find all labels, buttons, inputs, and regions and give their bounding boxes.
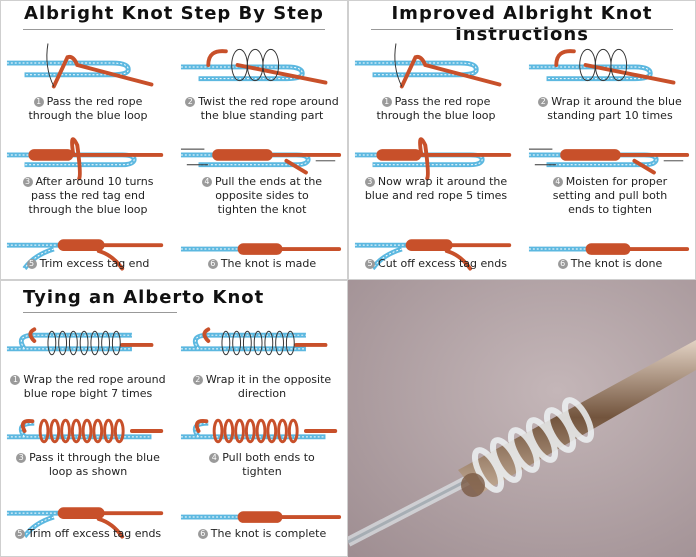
- caption-line: Pull both ends to: [222, 451, 315, 464]
- caption-line: setting and pull both: [552, 189, 668, 202]
- caption-line: Pass it through the blue: [29, 451, 160, 464]
- step-number-badge: 6: [197, 529, 208, 539]
- panel-title: Tying an Alberto Knot: [23, 287, 265, 308]
- knot-photo-image: [348, 280, 696, 557]
- caption-line: Wrap the red rope around: [23, 373, 166, 386]
- caption-line: the blue standing part: [200, 109, 324, 122]
- caption-line: Pass the red rope: [394, 95, 491, 108]
- step-number-badge: 5: [365, 259, 376, 269]
- step-number-badge: 6: [207, 259, 218, 269]
- caption-line: blue and red rope 5 times: [364, 189, 508, 202]
- title-divider: [23, 312, 177, 313]
- caption-line: The knot is made: [220, 257, 317, 270]
- pass-through-loop-illustration-icon: [6, 43, 154, 89]
- caption-line: Trim excess tag end: [39, 257, 150, 270]
- coil-tight-illustration-icon: [180, 418, 338, 444]
- caption-line: pass the red tag end: [30, 189, 145, 202]
- caption-line: tighten: [242, 465, 282, 478]
- caption-line: Now wrap it around the: [377, 175, 508, 188]
- wrapped-pass-illustration-icon: [354, 137, 512, 181]
- caption-line: Wrap it in the opposite: [205, 373, 332, 386]
- step-number-badge: 5: [14, 529, 25, 539]
- coil-loop-illustration-icon: [6, 327, 154, 356]
- step-number-badge: 1: [381, 97, 392, 107]
- step-number-badge: 4: [209, 453, 220, 463]
- step-number-badge: 2: [538, 97, 549, 107]
- step-number-badge: 1: [10, 375, 21, 385]
- caption-line: Cut off excess tag ends: [378, 257, 507, 270]
- pass-through-loop-illustration-icon: [354, 43, 502, 89]
- pull-ends-illustration-icon: [528, 148, 690, 175]
- trim-illustration-icon: [6, 239, 164, 271]
- step-number-badge: 3: [364, 177, 375, 187]
- knot-photo: [348, 280, 696, 557]
- step-number-badge: 2: [192, 375, 203, 385]
- caption-line: Twist the red rope around: [198, 95, 339, 108]
- trim-illustration-icon: [6, 507, 164, 539]
- caption-line: through the blue loop: [28, 203, 148, 216]
- coil-tight-illustration-icon: [6, 418, 164, 444]
- step-number-badge: 3: [22, 177, 33, 187]
- finished-illustration-icon: [180, 511, 342, 523]
- step-number-badge: 3: [16, 453, 27, 463]
- title-divider: [23, 29, 325, 30]
- caption-line: tighten the knot: [217, 203, 307, 216]
- step-number-badge: 4: [552, 177, 563, 187]
- step-number-badge: 2: [185, 97, 196, 107]
- step-number-badge: 6: [557, 259, 568, 269]
- title-divider: [371, 29, 673, 30]
- step-number-badge: 5: [26, 259, 37, 269]
- step-number-badge: 1: [33, 97, 44, 107]
- coil-loop-illustration-icon: [180, 327, 328, 356]
- caption-line: After around 10 turns: [35, 175, 154, 188]
- caption-line: Wrap it around the blue: [551, 95, 682, 108]
- finished-illustration-icon: [528, 243, 690, 255]
- caption-line: Pull the ends at the: [214, 175, 323, 188]
- caption-line: standing part 10 times: [547, 109, 673, 122]
- caption-line: opposite sides to: [215, 189, 309, 202]
- caption-line: Trim off excess tag ends: [27, 527, 162, 540]
- twist-around-illustration-icon: [528, 48, 676, 85]
- step-number-badge: 4: [201, 177, 212, 187]
- caption-line: Moisten for proper: [565, 175, 668, 188]
- caption-line: through the blue loop: [28, 109, 148, 122]
- caption-line: The knot is complete: [210, 527, 327, 540]
- caption-line: Pass the red rope: [46, 95, 143, 108]
- caption-line: loop as shown: [48, 465, 128, 478]
- caption-line: blue rope bight 7 times: [23, 387, 153, 400]
- caption-line: direction: [237, 387, 287, 400]
- finished-illustration-icon: [180, 243, 342, 255]
- caption-line: through the blue loop: [376, 109, 496, 122]
- panel-title: Albright Knot Step By Step: [24, 3, 324, 24]
- pull-ends-illustration-icon: [180, 148, 342, 175]
- caption-line: The knot is done: [570, 257, 663, 270]
- twist-around-illustration-icon: [180, 48, 328, 85]
- caption-line: ends to tighten: [568, 203, 652, 216]
- wrapped-pass-illustration-icon: [6, 137, 164, 181]
